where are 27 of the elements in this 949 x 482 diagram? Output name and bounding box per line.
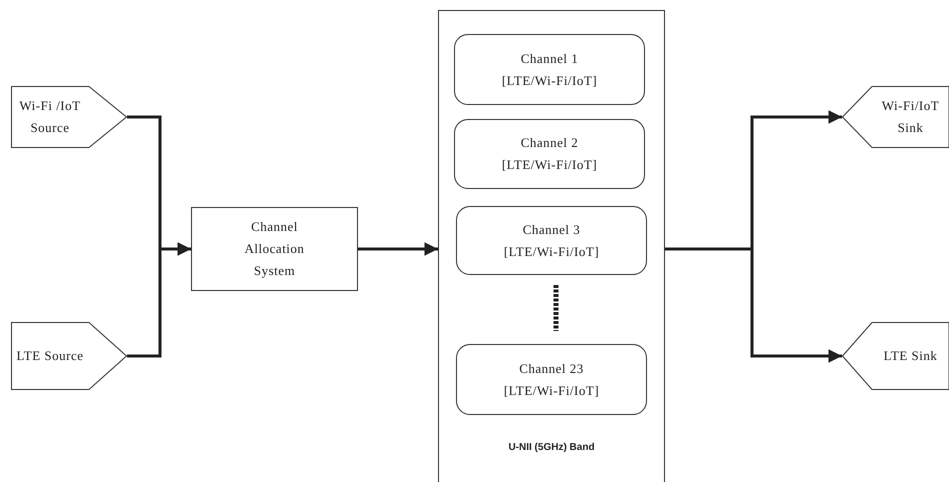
channel-box (456, 206, 647, 275)
node-text: [LTE/Wi-Fi/IoT] (502, 156, 598, 174)
sink-pentagon (842, 322, 949, 390)
process-box (191, 207, 358, 291)
sink-pentagon (842, 86, 949, 148)
arrow (665, 248, 842, 363)
arrow (127, 242, 191, 358)
channel-box (454, 119, 645, 189)
node-text: Wi-Fi/IoT Sink (880, 97, 940, 137)
source-pentagon (11, 86, 127, 148)
node-text: Channel Allocation System (244, 218, 306, 280)
band-panel (438, 10, 665, 482)
channel-box (456, 344, 647, 415)
source-pentagon (11, 322, 127, 390)
channel-box (454, 34, 645, 105)
node-text: LTE Source (16, 347, 84, 365)
node-text: Wi-Fi /IoT Source (18, 97, 82, 137)
node-text: Channel 23 (519, 360, 584, 378)
node-text: LTE Sink (884, 347, 938, 365)
node-text: Channel 3 (522, 220, 580, 238)
arrow (358, 242, 438, 256)
node-text: Channel 2 (520, 134, 578, 152)
band-label: U-NII (5GHz) Band (507, 441, 596, 455)
node-text: [LTE/Wi-Fi/IoT] (504, 242, 600, 260)
node-text: [LTE/Wi-Fi/IoT] (504, 382, 600, 400)
node-text: Channel 1 (520, 50, 578, 68)
node-text: [LTE/Wi-Fi/IoT] (502, 72, 598, 90)
